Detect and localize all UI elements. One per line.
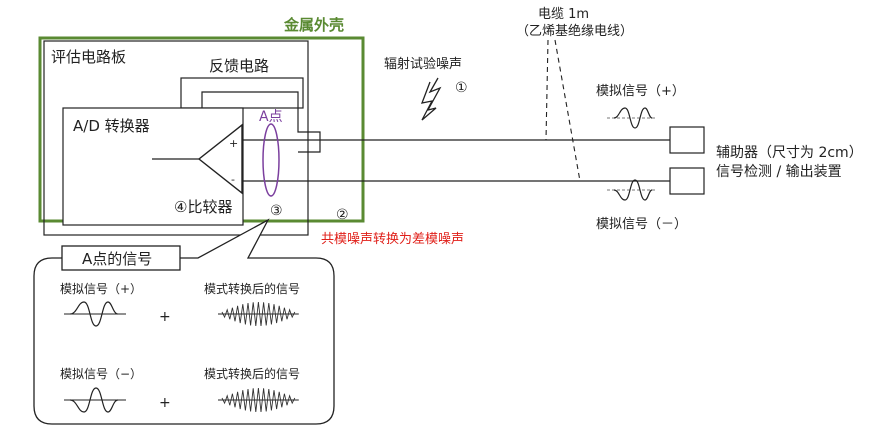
feedback-outer bbox=[180, 77, 304, 109]
cable-label-1: 电缆 1m bbox=[538, 6, 589, 22]
wave-minus-icon bbox=[613, 179, 653, 201]
cable-label-2: （乙烯基绝缘电线） bbox=[516, 23, 633, 39]
comparator-label: ④比较器 bbox=[174, 198, 232, 216]
callout-wave-plus-icon bbox=[69, 301, 119, 327]
feedback-label: 反馈电路 bbox=[209, 57, 269, 75]
num-1: ① bbox=[455, 80, 468, 96]
radiated-noise-label: 辐射试验噪声 bbox=[384, 56, 462, 72]
callout-box bbox=[33, 218, 335, 425]
ad-converter-label: A/D 转换器 bbox=[73, 117, 150, 135]
analog-minus-label: 模拟信号（－） bbox=[596, 217, 687, 232]
callout-analog-plus: 模拟信号（+） bbox=[60, 282, 142, 296]
cable-leader-2 bbox=[554, 39, 581, 182]
comparator-plus: + bbox=[229, 137, 238, 150]
feedback-inner bbox=[201, 91, 321, 153]
comparator-minus: - bbox=[231, 173, 235, 186]
lightning-icon bbox=[420, 77, 442, 121]
callout-noise-2-icon bbox=[218, 387, 299, 412]
callout-wave-minus-icon bbox=[69, 387, 119, 413]
noise-wave bbox=[221, 301, 296, 326]
callout-title-box bbox=[61, 245, 181, 271]
analog-plus-label: 模拟信号（+） bbox=[596, 84, 685, 99]
num-3: ③ bbox=[270, 203, 283, 219]
callout-noise-1-icon bbox=[218, 301, 299, 326]
aux-box-minus bbox=[669, 167, 705, 195]
eval-board-label: 评估电路板 bbox=[51, 48, 126, 66]
noise-wave bbox=[221, 387, 296, 412]
callout-plus-1: + bbox=[159, 309, 171, 325]
aux-box-plus bbox=[669, 126, 705, 154]
callout-analog-minus: 模拟信号（−） bbox=[60, 367, 142, 381]
eval-board-box bbox=[43, 40, 309, 236]
callout-mode-converted-2: 模式转换后的信号 bbox=[204, 366, 300, 381]
wave-plus-icon bbox=[613, 107, 653, 129]
aux-label-1: 辅助器（尺寸为 2cm） bbox=[716, 145, 863, 161]
aux-label-2: 信号检测 / 输出装置 bbox=[716, 164, 842, 180]
metal-case-label: 金属外壳 bbox=[283, 16, 344, 34]
callout-title: A点的信号 bbox=[82, 250, 152, 268]
common-to-diff-label: 共模噪声转换为差模噪声 bbox=[321, 232, 464, 247]
comparator-triangle bbox=[197, 123, 243, 195]
num-2: ② bbox=[336, 207, 349, 223]
cable-leader-1 bbox=[545, 39, 549, 141]
callout-mode-converted-1: 模式转换后的信号 bbox=[204, 281, 300, 296]
callout-plus-2: + bbox=[159, 395, 171, 411]
point-a-ellipse bbox=[262, 123, 280, 197]
point-a-label: A点 bbox=[259, 109, 283, 125]
